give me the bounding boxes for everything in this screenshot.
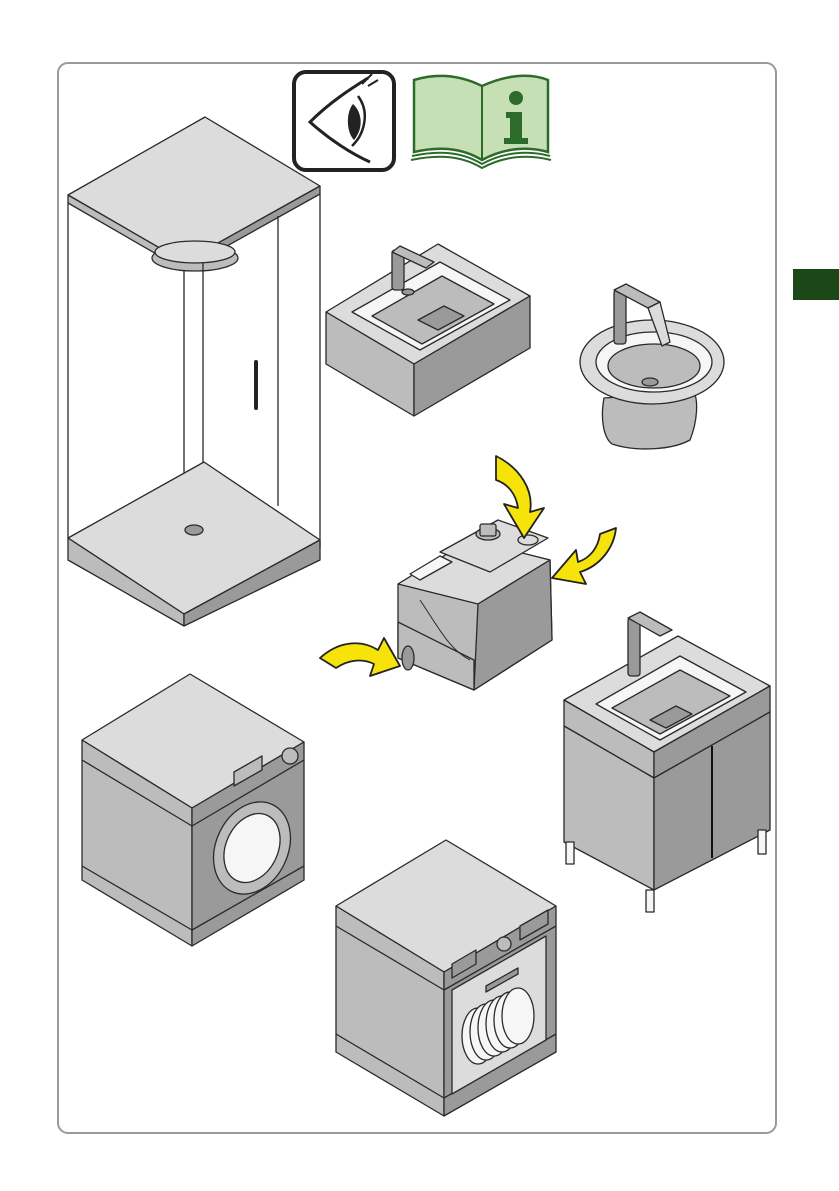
macerator-pump bbox=[398, 520, 552, 690]
instruction-manual-info-icon bbox=[411, 76, 551, 168]
shower-enclosure bbox=[68, 117, 320, 626]
washing-machine bbox=[82, 674, 305, 946]
dishwasher bbox=[336, 840, 556, 1116]
washbasin bbox=[326, 244, 530, 416]
yellow-curved-arrow-icon bbox=[320, 638, 400, 676]
eye-observe-icon bbox=[294, 72, 394, 170]
section-tab-shape bbox=[793, 269, 839, 300]
vanity-unit bbox=[564, 612, 770, 912]
bidet bbox=[580, 284, 724, 449]
yellow-curved-arrow-icon bbox=[552, 528, 616, 584]
